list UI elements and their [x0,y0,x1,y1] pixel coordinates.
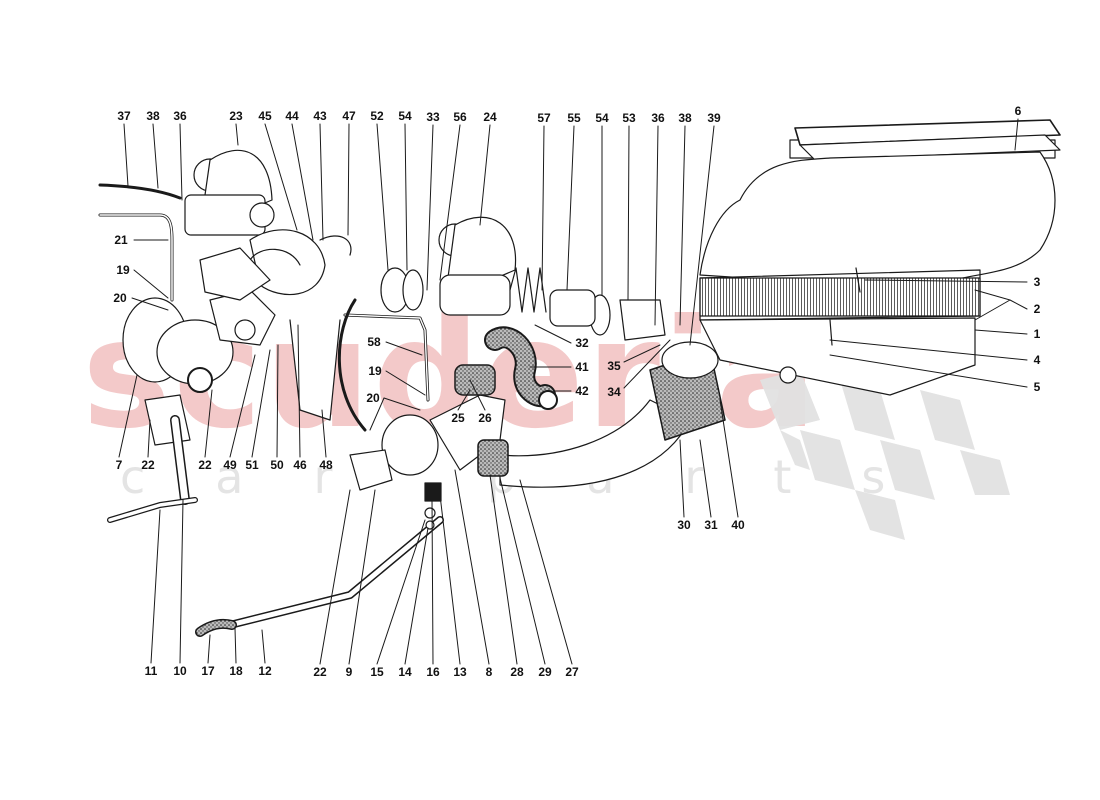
part-callout-55[interactable]: 55 [567,111,581,125]
part-callout-30[interactable]: 30 [677,518,691,532]
part-callout-18[interactable]: 18 [229,664,243,678]
part-callout-32[interactable]: 32 [575,336,589,350]
part-callout-15[interactable]: 15 [370,665,384,679]
part-callout-26[interactable]: 26 [478,411,492,425]
part-callout-9[interactable]: 9 [345,665,353,679]
part-callout-44[interactable]: 44 [285,109,299,123]
part-callout-50[interactable]: 50 [270,458,284,472]
part-callout-37[interactable]: 37 [117,109,131,123]
bracket-46-48 [289,319,341,421]
leader-lines [118,118,1028,665]
part-callout-40[interactable]: 40 [731,518,745,532]
part-callout-20[interactable]: 20 [366,391,380,405]
checkered-flag-watermark [760,370,1010,540]
part-callout-31[interactable]: 31 [704,518,718,532]
part-callout-53[interactable]: 53 [622,111,636,125]
part-callout-42[interactable]: 42 [575,384,589,398]
part-callout-22[interactable]: 22 [198,458,212,472]
rubber-hose-41 [484,326,558,410]
part-callout-6[interactable]: 6 [1014,104,1022,118]
part-callout-1[interactable]: 1 [1033,327,1041,341]
part-callout-28[interactable]: 28 [510,665,524,679]
part-callout-7[interactable]: 7 [115,458,123,472]
part-callout-8[interactable]: 8 [485,665,493,679]
part-callout-36[interactable]: 36 [651,111,665,125]
part-callout-24[interactable]: 24 [483,110,497,124]
turbocharger-left [122,289,276,505]
part-callout-23[interactable]: 23 [229,109,243,123]
part-callout-14[interactable]: 14 [398,665,412,679]
part-callout-3[interactable]: 3 [1033,275,1041,289]
part-callout-29[interactable]: 29 [538,665,552,679]
part-callout-39[interactable]: 39 [707,111,721,125]
part-callout-38[interactable]: 38 [678,111,692,125]
part-callout-5[interactable]: 5 [1033,380,1041,394]
part-callout-27[interactable]: 27 [565,665,579,679]
part-callout-21[interactable]: 21 [114,233,128,247]
turbocharger-top [184,149,352,301]
part-callout-19[interactable]: 19 [368,364,382,378]
part-callout-4[interactable]: 4 [1033,353,1041,367]
hose-17 [195,618,237,637]
part-callout-25[interactable]: 25 [451,411,465,425]
part-callout-46[interactable]: 46 [293,458,307,472]
part-callout-33[interactable]: 33 [426,110,440,124]
part-callout-19[interactable]: 19 [116,263,130,277]
part-callout-54[interactable]: 54 [398,109,412,123]
part-callout-2[interactable]: 2 [1033,302,1041,316]
part-callout-16[interactable]: 16 [426,665,440,679]
sleeve-55 [549,289,596,327]
main-duct-27 [477,341,726,488]
part-callout-48[interactable]: 48 [319,458,333,472]
part-callout-52[interactable]: 52 [370,109,384,123]
part-callout-47[interactable]: 47 [342,109,356,123]
part-callout-36[interactable]: 36 [173,109,187,123]
flange-53 [619,299,666,341]
spring-57 [509,267,547,313]
compressor-middle [349,364,506,491]
part-callout-38[interactable]: 38 [146,109,160,123]
part-callout-49[interactable]: 49 [223,458,237,472]
intake-pipe-24 [380,216,611,336]
hose-37 [98,183,182,200]
part-callout-51[interactable]: 51 [245,458,259,472]
part-callout-10[interactable]: 10 [173,664,187,678]
part-callout-35[interactable]: 35 [607,359,621,373]
part-callout-56[interactable]: 56 [453,110,467,124]
part-callout-17[interactable]: 17 [201,664,215,678]
part-callout-13[interactable]: 13 [453,665,467,679]
pipe-left-hose [337,298,367,432]
air-box [699,119,1061,396]
part-callout-43[interactable]: 43 [313,109,327,123]
part-callout-58[interactable]: 58 [367,335,381,349]
oil-line-21 [98,213,174,302]
part-callout-20[interactable]: 20 [113,291,127,305]
part-callout-54[interactable]: 54 [595,111,609,125]
part-callout-22[interactable]: 22 [313,665,327,679]
oil-line-58 [343,313,430,402]
part-callout-57[interactable]: 57 [537,111,551,125]
part-callout-11[interactable]: 11 [144,664,158,678]
part-callout-45[interactable]: 45 [258,109,272,123]
part-callout-22[interactable]: 22 [141,458,155,472]
part-callout-41[interactable]: 41 [575,360,589,374]
part-callout-12[interactable]: 12 [258,664,272,678]
part-callout-34[interactable]: 34 [607,385,621,399]
